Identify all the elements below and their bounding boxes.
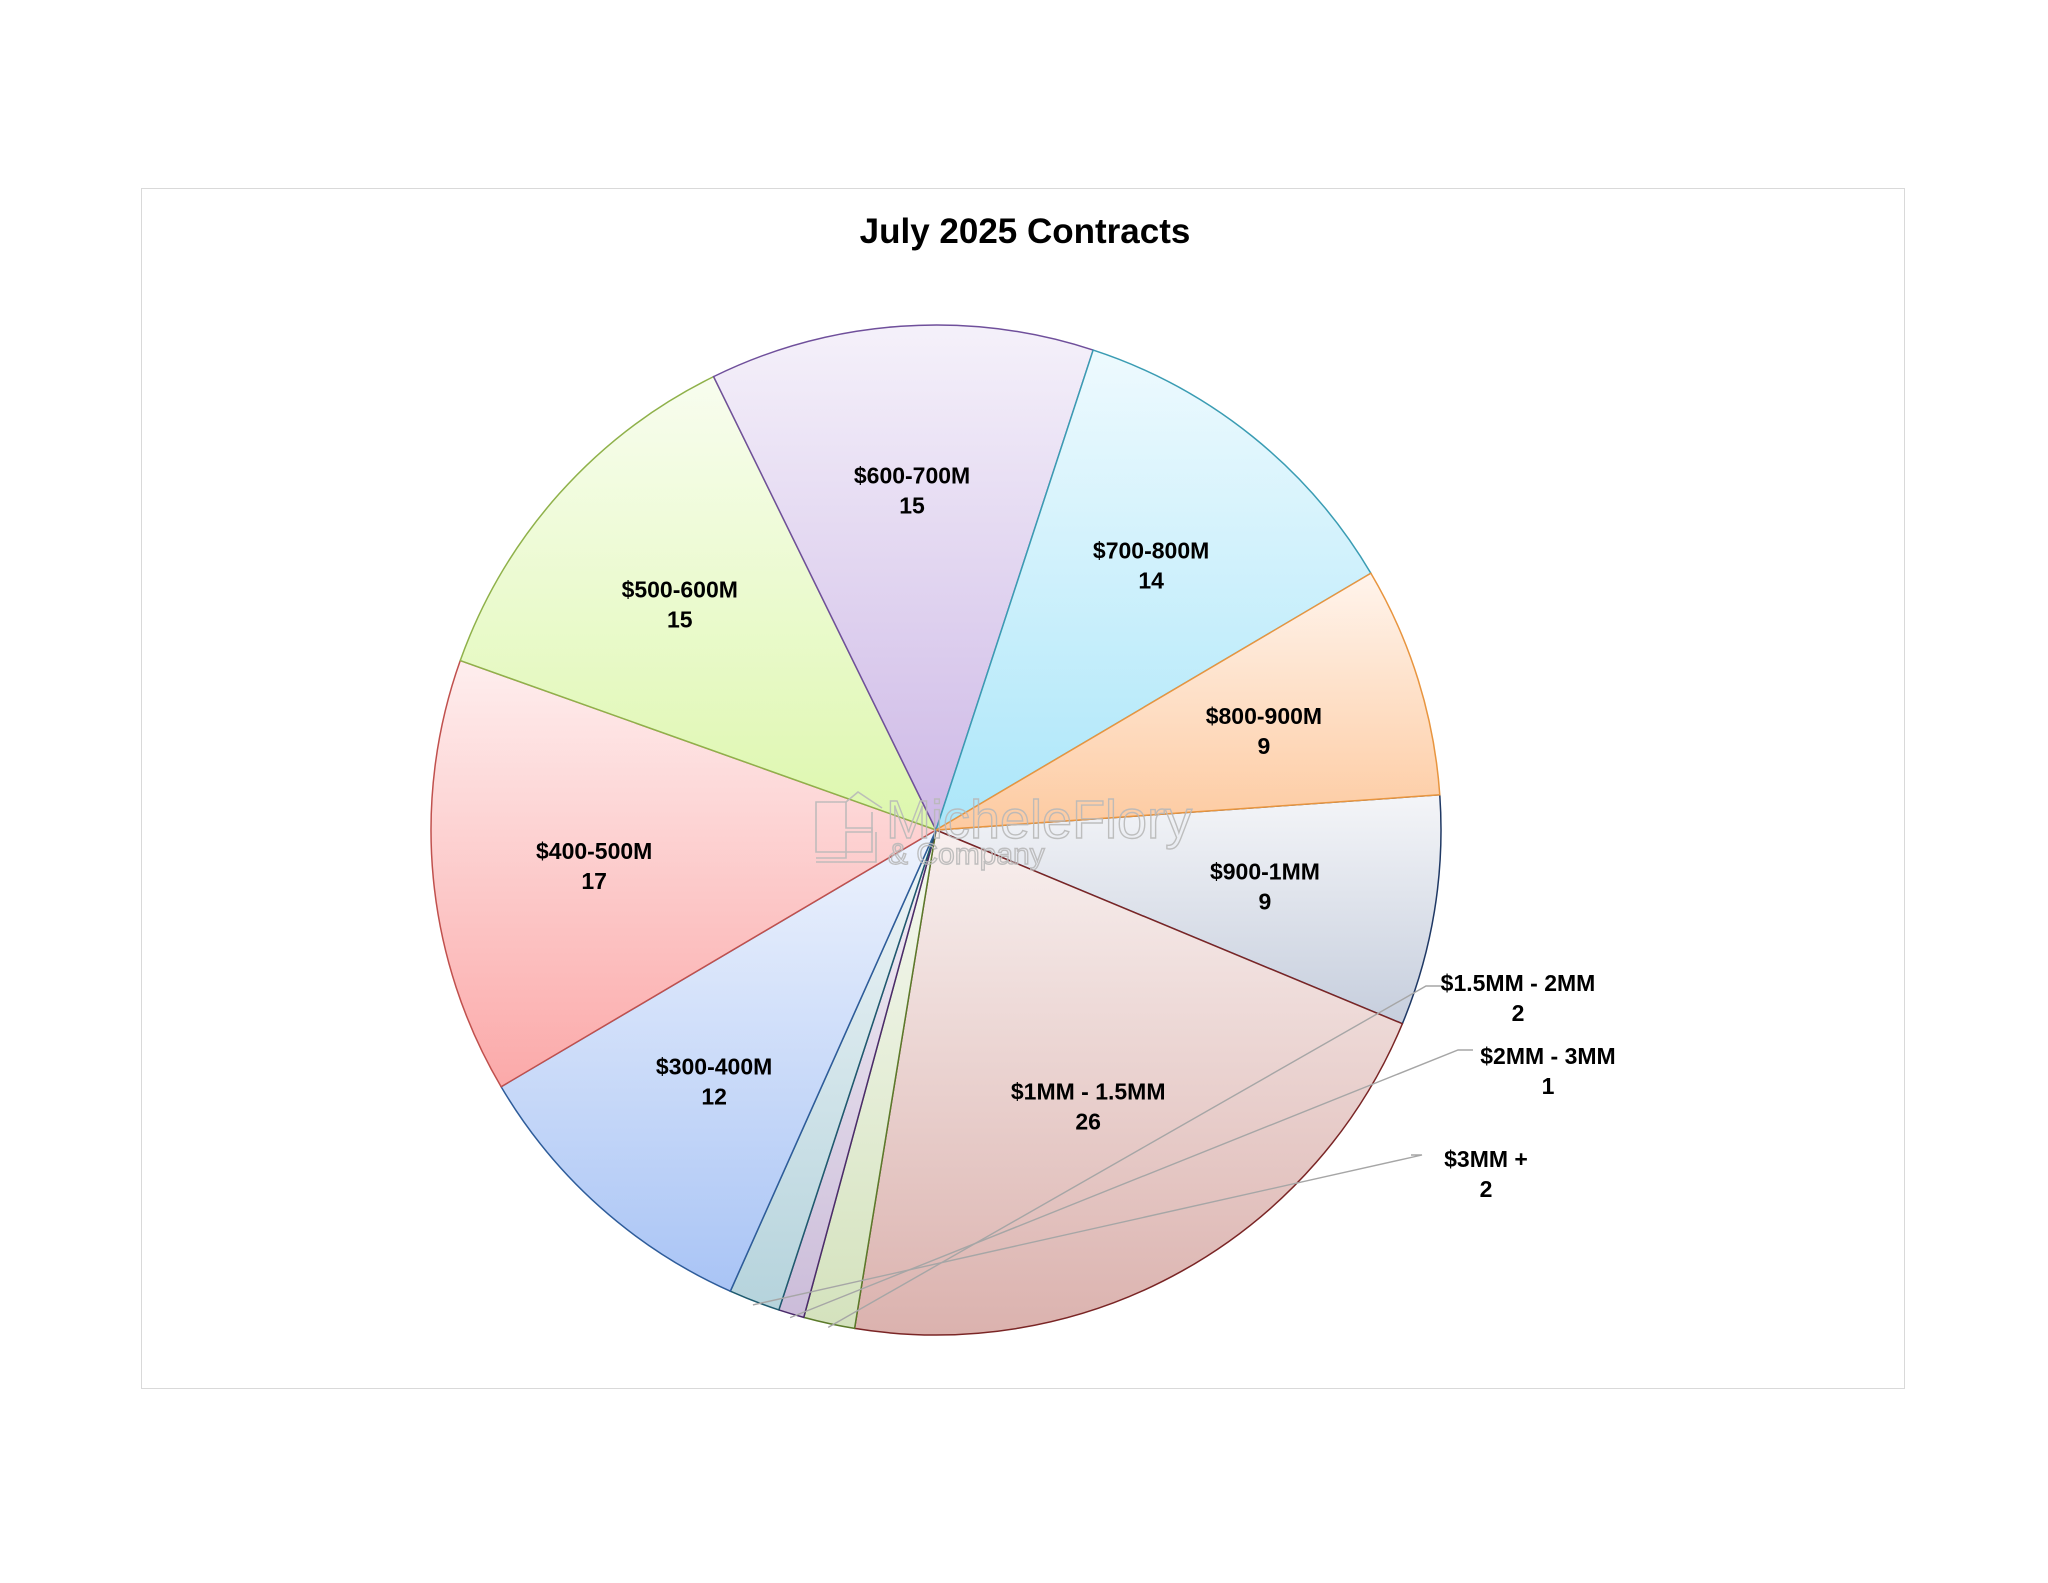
leader-line-2 bbox=[827, 985, 1443, 1329]
pie-slice-8 bbox=[712, 324, 1095, 832]
house-logo-icon bbox=[815, 791, 883, 863]
pie-slice-9 bbox=[934, 349, 1372, 832]
slices-layer bbox=[430, 324, 1442, 1336]
logo-watermark-name: MicheleFlory bbox=[886, 790, 1192, 850]
logo-watermark: MicheleFlory & Company bbox=[815, 789, 1193, 872]
pie-slice-1 bbox=[853, 828, 1404, 1336]
pie-slice-7 bbox=[459, 375, 938, 832]
slice-label-4: $3MM +2 bbox=[1444, 1146, 1528, 1202]
leader-line-3 bbox=[789, 1049, 1473, 1319]
pie-slice-6 bbox=[430, 659, 938, 1088]
pie-slice-5 bbox=[500, 828, 938, 1293]
logo-watermark-sub: & Company bbox=[888, 838, 1045, 871]
leader-line-4 bbox=[752, 1154, 1423, 1306]
chart-title: July 2025 Contracts bbox=[860, 212, 1191, 251]
pie-slice-0 bbox=[935, 793, 1442, 1025]
pie-slice-10 bbox=[935, 572, 1441, 831]
